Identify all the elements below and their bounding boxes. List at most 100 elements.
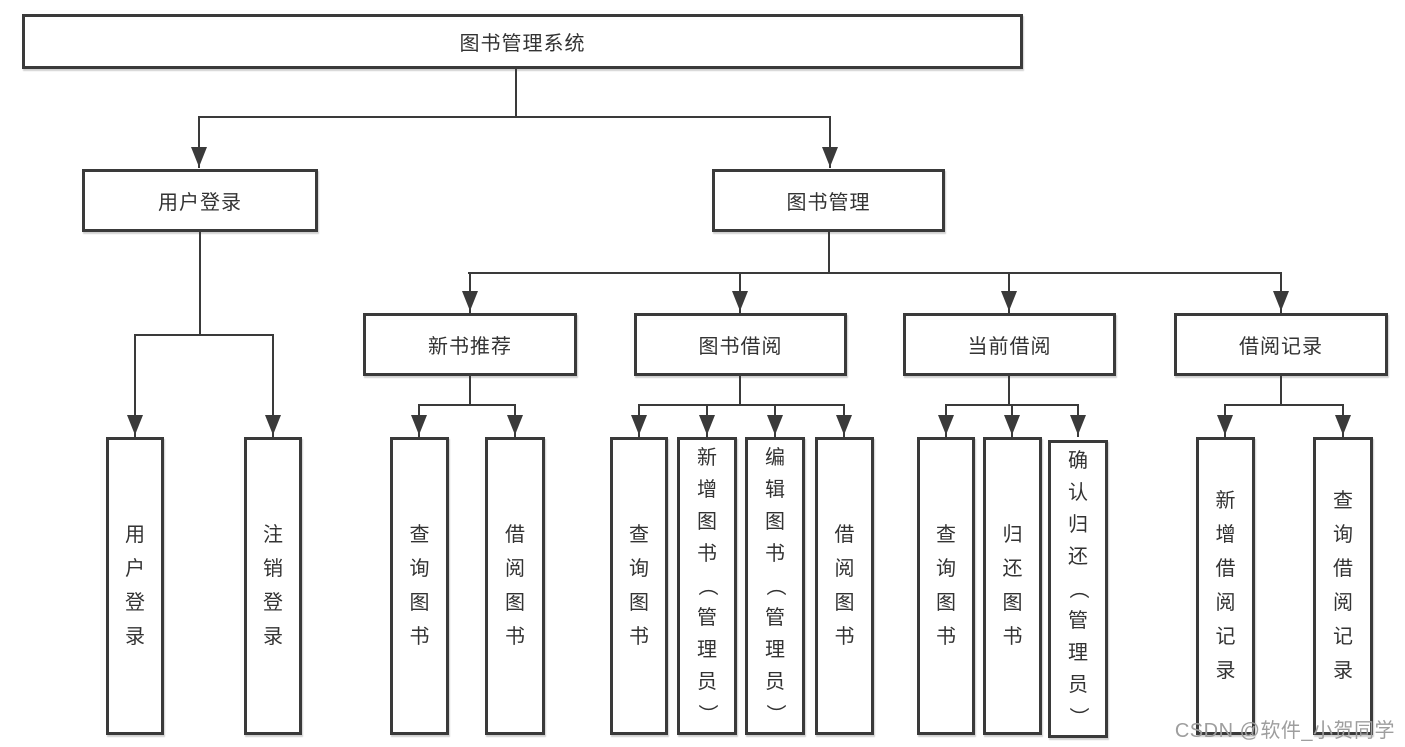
connector-line xyxy=(1280,376,1282,406)
leaf-label-char: 阅 xyxy=(1333,592,1353,614)
leaf-label-char: 书 xyxy=(629,626,649,648)
leaf-logout: 注销登录 xyxy=(244,437,302,735)
leaf-label-char: 确 xyxy=(1068,450,1088,472)
leaf-label-char: 记 xyxy=(1215,626,1236,648)
arrow-head xyxy=(1273,291,1289,311)
connector-line xyxy=(134,334,274,336)
leaf-label-char: 辑 xyxy=(765,479,785,501)
leaf-label-char: 员 xyxy=(697,671,717,693)
leaf-label-char: 户 xyxy=(125,558,145,580)
connector-line xyxy=(198,116,831,118)
leaf-label-char: 图 xyxy=(697,511,717,533)
leaf-label-char: 书 xyxy=(1002,626,1023,648)
leaf-label-char: 录 xyxy=(1333,660,1353,682)
connector-line xyxy=(418,404,516,406)
leaf-label-char: 查 xyxy=(629,524,649,546)
leaf-label-char: （ xyxy=(764,576,786,596)
leaf-label-char: 录 xyxy=(125,626,145,648)
connector-line xyxy=(198,116,200,168)
leaf-label-char: 新 xyxy=(697,447,717,469)
leaf-label-char: 图 xyxy=(409,592,430,614)
leaf-label-char: 管 xyxy=(1068,610,1088,632)
arrow-head xyxy=(732,291,748,311)
leaf-label-char: 归 xyxy=(1068,514,1088,536)
leaf-label-char: 询 xyxy=(1333,524,1353,546)
leaf-label-char: 注 xyxy=(263,524,283,546)
arrow-head xyxy=(265,415,281,435)
arrow-head xyxy=(1335,415,1351,435)
leaf-label-char: 理 xyxy=(1068,642,1088,664)
arrow-head xyxy=(462,291,478,311)
leaf-label-char: 图 xyxy=(629,592,649,614)
leaf-label-char: 书 xyxy=(936,626,956,648)
node-root-label: 图书管理系统 xyxy=(459,33,586,55)
leaf-label-char: 登 xyxy=(263,592,283,614)
leaf-label-char: 还 xyxy=(1068,546,1088,568)
leaf-label-char: 管 xyxy=(697,607,717,629)
connector-line xyxy=(739,376,741,406)
arrow-head xyxy=(836,415,852,435)
leaf-edit-books-admin: 编辑图书（管理员） xyxy=(745,437,805,735)
connector-line xyxy=(828,232,830,274)
connector-line xyxy=(515,69,517,117)
arrow-head xyxy=(127,415,143,435)
leaf-label-char: 理 xyxy=(697,639,717,661)
leaf-borrow-books: 借阅图书 xyxy=(485,437,545,735)
arrow-head xyxy=(1001,291,1017,311)
leaf-label-char: 还 xyxy=(1002,558,1023,580)
leaf-label-char: 图 xyxy=(765,511,785,533)
leaf-label-char: 询 xyxy=(409,558,430,580)
leaf-label-char: 录 xyxy=(263,626,283,648)
leaf-add-borrow-record: 新增借阅记录 xyxy=(1196,437,1255,735)
node-borrowing-records: 借阅记录 xyxy=(1174,313,1388,376)
leaf-label-char: 编 xyxy=(765,447,785,469)
leaf-label-char: 借 xyxy=(1215,558,1236,580)
leaf-label-char: 阅 xyxy=(834,558,855,580)
leaf-label-char: 书 xyxy=(409,626,430,648)
leaf-label-char: ） xyxy=(1067,707,1089,727)
connector-line xyxy=(1008,376,1010,406)
leaf-label-char: 图 xyxy=(1002,592,1023,614)
leaf-label-char: 图 xyxy=(936,592,956,614)
arrow-head xyxy=(767,415,783,435)
arrow-head xyxy=(1217,415,1233,435)
arrow-head xyxy=(507,415,523,435)
leaf-query-books: 查询图书 xyxy=(390,437,449,735)
leaf-label-char: 借 xyxy=(1333,558,1353,580)
leaf-label-char: 增 xyxy=(1215,524,1236,546)
leaf-label-char: 阅 xyxy=(505,558,525,580)
leaf-label-char: 理 xyxy=(765,639,785,661)
leaf-label-char: 借 xyxy=(505,524,525,546)
leaf-label-char: 书 xyxy=(765,543,785,565)
arrow-head xyxy=(699,415,715,435)
leaf-label-char: 员 xyxy=(1068,674,1088,696)
arrow-head xyxy=(1070,415,1086,435)
connector-line xyxy=(829,116,831,168)
connector-line xyxy=(469,376,471,406)
leaf-label-char: 查 xyxy=(936,524,956,546)
leaf-label-char: 增 xyxy=(697,479,717,501)
leaf-label-char: 新 xyxy=(1215,490,1236,512)
connector-line xyxy=(468,272,1282,274)
leaf-label-char: ） xyxy=(696,704,718,724)
node-borrowing-records-label: 借阅记录 xyxy=(1239,336,1323,358)
leaf-label-char: （ xyxy=(1067,579,1089,599)
leaf-label-char: 书 xyxy=(834,626,855,648)
node-book-management: 图书管理 xyxy=(712,169,945,232)
leaf-label-char: 询 xyxy=(936,558,956,580)
leaf-label-char: 员 xyxy=(765,671,785,693)
leaf-label-char: 归 xyxy=(1002,524,1023,546)
leaf-label-char: 图 xyxy=(834,592,855,614)
leaf-query-books: 查询图书 xyxy=(917,437,975,735)
leaf-label-char: 图 xyxy=(505,592,525,614)
node-book-management-label: 图书管理 xyxy=(786,192,871,214)
node-user-login: 用户登录 xyxy=(82,169,318,232)
leaf-label-char: 登 xyxy=(125,592,145,614)
leaf-label-char: （ xyxy=(696,576,718,596)
node-current-borrowing: 当前借阅 xyxy=(903,313,1116,376)
leaf-label-char: 查 xyxy=(1333,490,1353,512)
leaf-label-char: 书 xyxy=(697,543,717,565)
node-user-login-label: 用户登录 xyxy=(158,192,242,214)
leaf-return-books: 归还图书 xyxy=(983,437,1042,735)
